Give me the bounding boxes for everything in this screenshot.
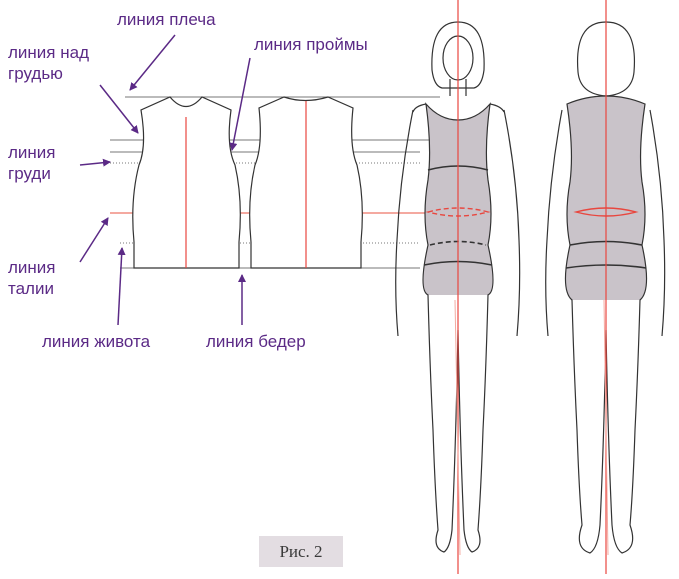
armhole-arrow	[232, 58, 250, 150]
label-bust-line: линия груди	[8, 142, 56, 184]
label-armhole-line: линия проймы	[254, 34, 368, 55]
label-above-bust-line-2: грудью	[8, 63, 89, 84]
label-belly-line: линия живота	[42, 331, 150, 352]
label-waist-line-2: талии	[8, 278, 56, 299]
label-shoulder-line: линия плеча	[117, 9, 216, 30]
label-hips-line: линия бедер	[206, 331, 306, 352]
label-bust-line-2: груди	[8, 163, 56, 184]
belly-arrow	[118, 248, 122, 325]
label-waist-line: линия талии	[8, 257, 56, 299]
shoulder-arrow	[130, 35, 175, 90]
label-above-bust-line: линия над грудью	[8, 42, 89, 84]
label-waist-line-1: линия	[8, 257, 56, 278]
label-above-bust-line-1: линия над	[8, 42, 89, 63]
back-figure	[546, 22, 665, 553]
label-bust-line-1: линия	[8, 142, 56, 163]
bust-arrow	[80, 162, 110, 165]
waist-arrow	[80, 218, 108, 262]
figure-caption: Рис. 2	[259, 536, 343, 567]
above-bust-arrow	[100, 85, 138, 133]
